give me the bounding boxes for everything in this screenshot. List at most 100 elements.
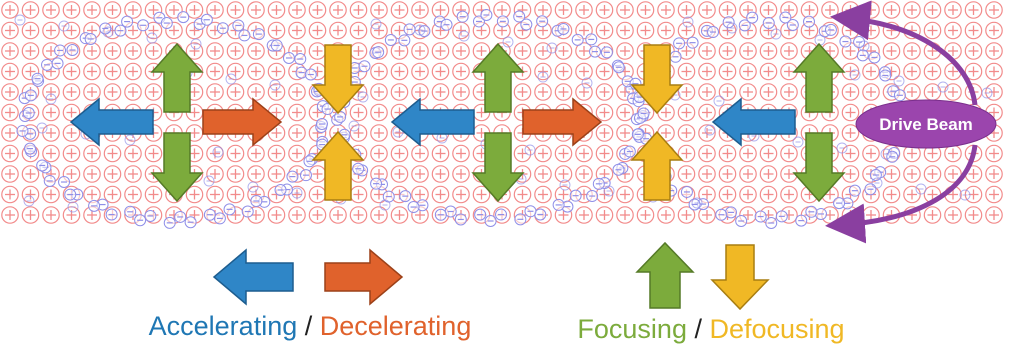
electron-symbol (849, 69, 861, 81)
ion-symbol (513, 42, 532, 60)
electron-symbol (765, 216, 778, 229)
ion-symbol (780, 83, 798, 101)
electron-symbol (484, 214, 497, 227)
legend-decelerating-label: Decelerating (320, 311, 472, 341)
ion-symbol (185, 1, 204, 19)
electron-symbol (440, 18, 453, 31)
electron-symbol (303, 155, 316, 168)
electron-symbol (88, 199, 101, 212)
ion-symbol (759, 1, 778, 19)
ion-symbol (595, 206, 614, 224)
electron-symbol (36, 122, 48, 134)
electron-symbol (14, 14, 26, 26)
ion-symbol (42, 206, 60, 224)
ion-symbol (985, 185, 1003, 204)
ion-symbol (964, 21, 983, 40)
electron-symbol (893, 89, 906, 102)
ion-symbol (62, 144, 81, 163)
ion-symbol (21, 42, 40, 60)
electron-symbol (146, 32, 158, 44)
ion-symbol (411, 62, 429, 81)
electron-symbol (414, 24, 426, 36)
electron-symbol (707, 26, 720, 39)
electron-symbol (858, 40, 870, 52)
electron-symbol (803, 15, 816, 28)
electron-symbol (775, 210, 788, 223)
ion-symbol (677, 62, 696, 81)
ion-symbol (698, 62, 716, 81)
ion-symbol (42, 103, 60, 122)
ion-symbol (616, 21, 634, 40)
ion-symbol (718, 165, 737, 183)
ion-symbol (698, 103, 716, 122)
ion-symbol (903, 165, 921, 183)
electron-symbol (54, 44, 67, 57)
ion-symbol (698, 165, 716, 183)
ion-symbol (42, 124, 60, 142)
ion-symbol (226, 62, 245, 81)
electron-symbol (524, 144, 536, 156)
electron-symbol (299, 169, 312, 182)
ion-symbol (554, 62, 573, 81)
electron-symbol (600, 46, 613, 59)
ion-symbol (903, 83, 921, 101)
ion-symbol (472, 42, 491, 60)
ion-symbol (42, 1, 60, 19)
electron-symbol (252, 28, 265, 41)
electron-symbol (754, 210, 767, 223)
ion-symbol (554, 165, 573, 183)
ion-symbol (616, 124, 634, 142)
electron-symbol (434, 208, 447, 221)
ion-symbol (1, 124, 19, 142)
ion-symbol (698, 1, 716, 19)
ion-symbol (370, 144, 388, 163)
ion-symbol (657, 206, 675, 224)
electron-symbol (398, 34, 411, 47)
ion-symbol (698, 42, 716, 60)
ion-symbol (21, 185, 40, 204)
ion-symbol (1, 21, 19, 40)
ion-symbol (267, 21, 286, 40)
ion-symbol (1, 103, 19, 122)
electron-symbol (102, 26, 114, 38)
electron-symbol (137, 19, 150, 32)
ion-symbol (124, 144, 142, 163)
ion-symbol (554, 144, 573, 163)
ion-symbol (42, 83, 60, 101)
legend-focus-defocus-text: Focusing / Defocusing (577, 314, 844, 344)
electron-symbol (384, 33, 397, 46)
ion-symbol (1, 144, 19, 163)
ion-symbol (62, 62, 81, 81)
ion-symbol (759, 83, 778, 101)
ion-symbol (1, 62, 19, 81)
electron-symbol (58, 20, 70, 32)
drive-beam-trail-upper (830, 0, 978, 106)
electron-symbol (514, 213, 527, 226)
electron-symbol (713, 95, 725, 107)
electron-symbol (190, 38, 202, 50)
ion-symbol (944, 144, 962, 163)
ion-symbol (42, 144, 60, 163)
electron-symbol (177, 11, 190, 24)
electron-symbol (416, 199, 429, 212)
ion-symbol (841, 124, 860, 142)
electron-symbol (274, 183, 287, 196)
ion-symbol (595, 83, 614, 101)
ion-symbol (21, 62, 40, 81)
ion-symbol (923, 1, 942, 19)
ion-symbol (288, 21, 306, 40)
ion-symbol (431, 62, 450, 81)
defocusing-arrow (630, 44, 684, 115)
ion-symbol (739, 144, 757, 163)
ion-symbol (903, 185, 921, 204)
electron-symbol (536, 15, 549, 28)
electron-symbol (232, 19, 245, 32)
ion-symbol (636, 206, 655, 224)
ion-symbol (1, 165, 19, 183)
ion-symbol (124, 62, 142, 81)
ion-symbol (103, 1, 122, 19)
ion-symbol (534, 42, 552, 60)
ion-symbol (431, 42, 450, 60)
ion-symbol (390, 165, 409, 183)
ion-symbol (739, 62, 757, 81)
